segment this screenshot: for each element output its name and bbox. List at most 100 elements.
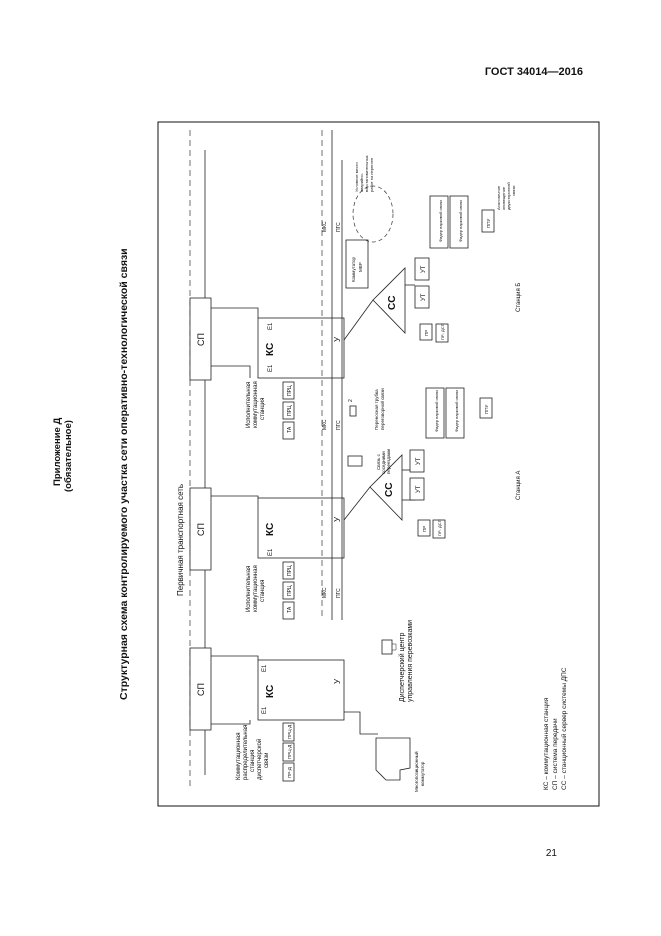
exec-label-a-2: коммутационная bbox=[253, 565, 259, 612]
u-label-disp: У bbox=[333, 678, 342, 684]
e1-label-disp-top: Е1 bbox=[262, 664, 268, 672]
link-sp2-ks-a bbox=[211, 495, 259, 498]
pr-dsp-label-a: ПР- ДСП bbox=[437, 519, 442, 536]
ppu-box-a bbox=[479, 397, 493, 419]
prd-box bbox=[282, 762, 295, 782]
phone-label-3: переездами bbox=[386, 448, 391, 474]
prtsd-box-1 bbox=[282, 722, 295, 742]
exec-label-a-1: Исполнительная bbox=[246, 566, 252, 612]
ks-block-station-a bbox=[257, 497, 345, 559]
handset-number: 2 bbox=[348, 399, 354, 402]
handset-icon bbox=[349, 405, 357, 417]
workplace-label-1: Условное место bbox=[354, 161, 359, 192]
e1-label-a: Е1 bbox=[268, 548, 274, 556]
pr-dsp-label-b: ПР- ДСП bbox=[440, 323, 445, 340]
prtsd-label-1: ПРЦ-Д bbox=[287, 725, 292, 739]
phone-label-2: соседними bbox=[381, 451, 386, 474]
legend-item-1: КС – коммутационная станция bbox=[543, 697, 550, 790]
prts-box-b-1 bbox=[282, 381, 295, 400]
pr-dsp-box-b bbox=[435, 323, 449, 343]
station-a-label: Станция А bbox=[516, 471, 522, 500]
feeder-box-b-2 bbox=[449, 195, 469, 249]
feeder-label-b-2: Фидер парковой связи bbox=[458, 200, 463, 242]
pr-box-a bbox=[417, 519, 431, 537]
ta-box-a bbox=[282, 601, 295, 620]
ks-disp-label-4: диспетчерской bbox=[256, 739, 263, 780]
u-label-a: У bbox=[333, 516, 342, 522]
prtsd-label-2: ПРЦ-Д bbox=[287, 745, 292, 759]
mvr-switch-box bbox=[345, 239, 369, 289]
feeder-box-a-2 bbox=[445, 387, 465, 439]
legend-item-3: СС – станционный сервер системы ДПС bbox=[560, 667, 568, 790]
speaker-label-1: Аналогичное bbox=[496, 185, 501, 210]
e1-label-disp-bottom: Е1 bbox=[262, 706, 268, 714]
exec-label-a-3: станция bbox=[260, 580, 266, 602]
exec-label-b-3: станция bbox=[260, 398, 266, 420]
link-sp3-ks-disp bbox=[211, 655, 259, 660]
sp-block-3 bbox=[189, 647, 212, 731]
prtsd-box-2 bbox=[282, 742, 295, 762]
prd-label: ПР-Д bbox=[287, 767, 292, 778]
transport-net-label: Первичная транспортная сеть bbox=[176, 484, 185, 596]
handset-label-2: переговорной связи bbox=[379, 388, 385, 430]
ut-box-b-1 bbox=[414, 257, 430, 281]
feeder-label-b-1: Фидер парковой связи bbox=[438, 200, 443, 242]
prts-label-a-1: ПРЦ bbox=[287, 565, 293, 576]
disp-phone-icon bbox=[381, 639, 393, 655]
legend-item-2: СП – система передачи bbox=[552, 718, 559, 790]
ut-label-b-2: УТ bbox=[421, 293, 427, 301]
multi-switch-icon bbox=[375, 737, 411, 781]
cc-label-b: СС bbox=[387, 296, 398, 310]
feeder-label-a-2: Фидер парковой связи bbox=[454, 390, 459, 432]
ppu-box-b bbox=[481, 209, 495, 233]
exec-label-b-1: Исполнительная bbox=[246, 382, 252, 428]
ppu-label-a: ППУ bbox=[484, 405, 489, 414]
speaker-label-4: связи bbox=[511, 186, 516, 196]
prts-box-a-1 bbox=[282, 561, 295, 580]
sp-block-1 bbox=[189, 297, 212, 381]
mvr-label-1: Коммутатор bbox=[351, 256, 356, 282]
pr-dsp-box-a bbox=[432, 519, 446, 539]
ut-box-a-1 bbox=[409, 449, 425, 473]
mks-label-disp: МКС bbox=[322, 587, 328, 598]
feeder-label-a-1: Фидер парковой связи bbox=[434, 390, 439, 432]
document-code: ГОСТ 34014—2016 bbox=[484, 66, 583, 78]
speaker-label-3: двухсторонней bbox=[506, 182, 511, 210]
handset-label-1: Переносная трубка bbox=[374, 389, 379, 430]
pgs-label-b: ПГС bbox=[336, 222, 342, 232]
prts-label-b-2: ПРЦ bbox=[287, 405, 293, 416]
prts-label-a-2: ПРЦ bbox=[287, 585, 293, 596]
pr-label-b: ПР bbox=[424, 330, 429, 336]
neighbor-phone-icon bbox=[347, 455, 363, 467]
disp-center-label-1: Диспетчерский центр bbox=[398, 633, 406, 702]
feeder-box-a-1 bbox=[425, 387, 445, 439]
ta-label-a: ТА bbox=[287, 606, 293, 613]
ut-label-a-2: УТ bbox=[416, 485, 422, 493]
ks-disp-label-5: связи bbox=[264, 753, 270, 768]
phone-label-1: Связь с bbox=[376, 453, 381, 470]
prts-box-a-2 bbox=[282, 581, 295, 600]
workplace-label-4: работ на перегоне bbox=[369, 157, 374, 192]
station-b-label: Станция Б bbox=[516, 283, 522, 312]
ks-label-b: КС bbox=[265, 343, 276, 356]
sp-label-3: СП bbox=[196, 683, 206, 696]
feeder-box-b-1 bbox=[429, 195, 449, 249]
pr-box-b bbox=[419, 323, 433, 341]
link-sp1-ks-b-2 bbox=[211, 365, 251, 378]
ks-block-disp bbox=[257, 659, 345, 721]
u-label-b: У bbox=[333, 336, 342, 342]
link-sp1-ks-b bbox=[211, 307, 259, 318]
workplace-label-2: аварийно- bbox=[359, 172, 364, 192]
ks-block-station-b bbox=[257, 317, 345, 379]
e1-label-b-top: Е1 bbox=[268, 322, 274, 330]
ks-disp-label-2: распределительная bbox=[243, 725, 249, 780]
link-sp3-ks-disp-2 bbox=[211, 720, 251, 725]
exec-label-b-2: коммутационная bbox=[253, 381, 259, 428]
ut-label-a-1: УТ bbox=[416, 457, 422, 465]
cc-server-station-a bbox=[369, 454, 403, 521]
ks-label-a: КС bbox=[265, 523, 276, 536]
ut-box-b-2 bbox=[414, 285, 430, 309]
mvr-label-2: МВР bbox=[358, 262, 363, 272]
ta-label-b: ТА bbox=[287, 426, 293, 433]
